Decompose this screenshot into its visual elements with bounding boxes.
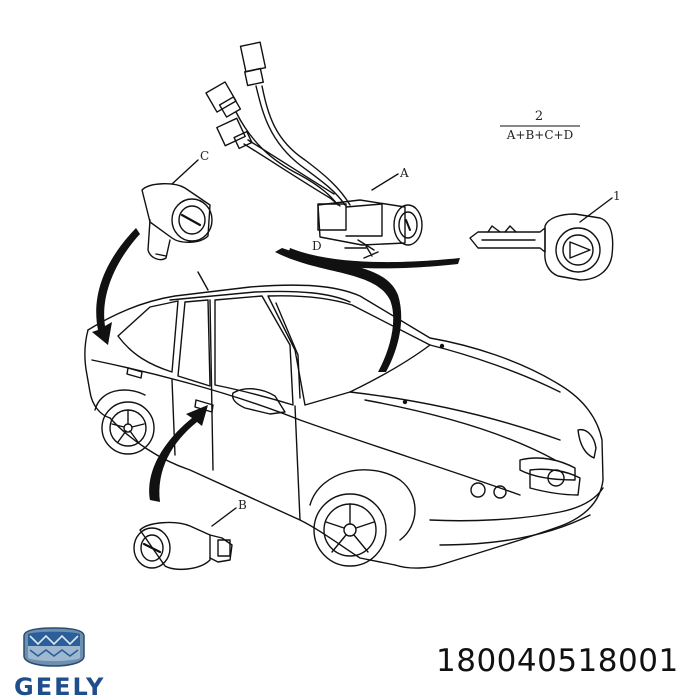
brand-name: GEELY [14,673,106,700]
key-part-1 [469,197,614,281]
callout-labels: 1 A B C D 2 A+B+C+D [200,109,621,512]
trunk-lock-part-c [141,159,213,261]
ignition-switch-part-a [205,41,423,259]
location-arrows [92,228,460,502]
kit-formula: A+B+C+D [506,128,573,142]
door-lock-part-b [133,507,237,571]
callout-a: A [399,166,409,180]
callout-d: D [312,239,322,253]
kit-quantity: 2 [535,109,543,124]
car-illustration [84,271,604,569]
callout-c: C [200,149,209,163]
geely-shield-icon [23,627,85,667]
callout-1: 1 [613,189,621,203]
callout-b: B [238,498,247,512]
part-number: 180040518001 [436,643,679,679]
